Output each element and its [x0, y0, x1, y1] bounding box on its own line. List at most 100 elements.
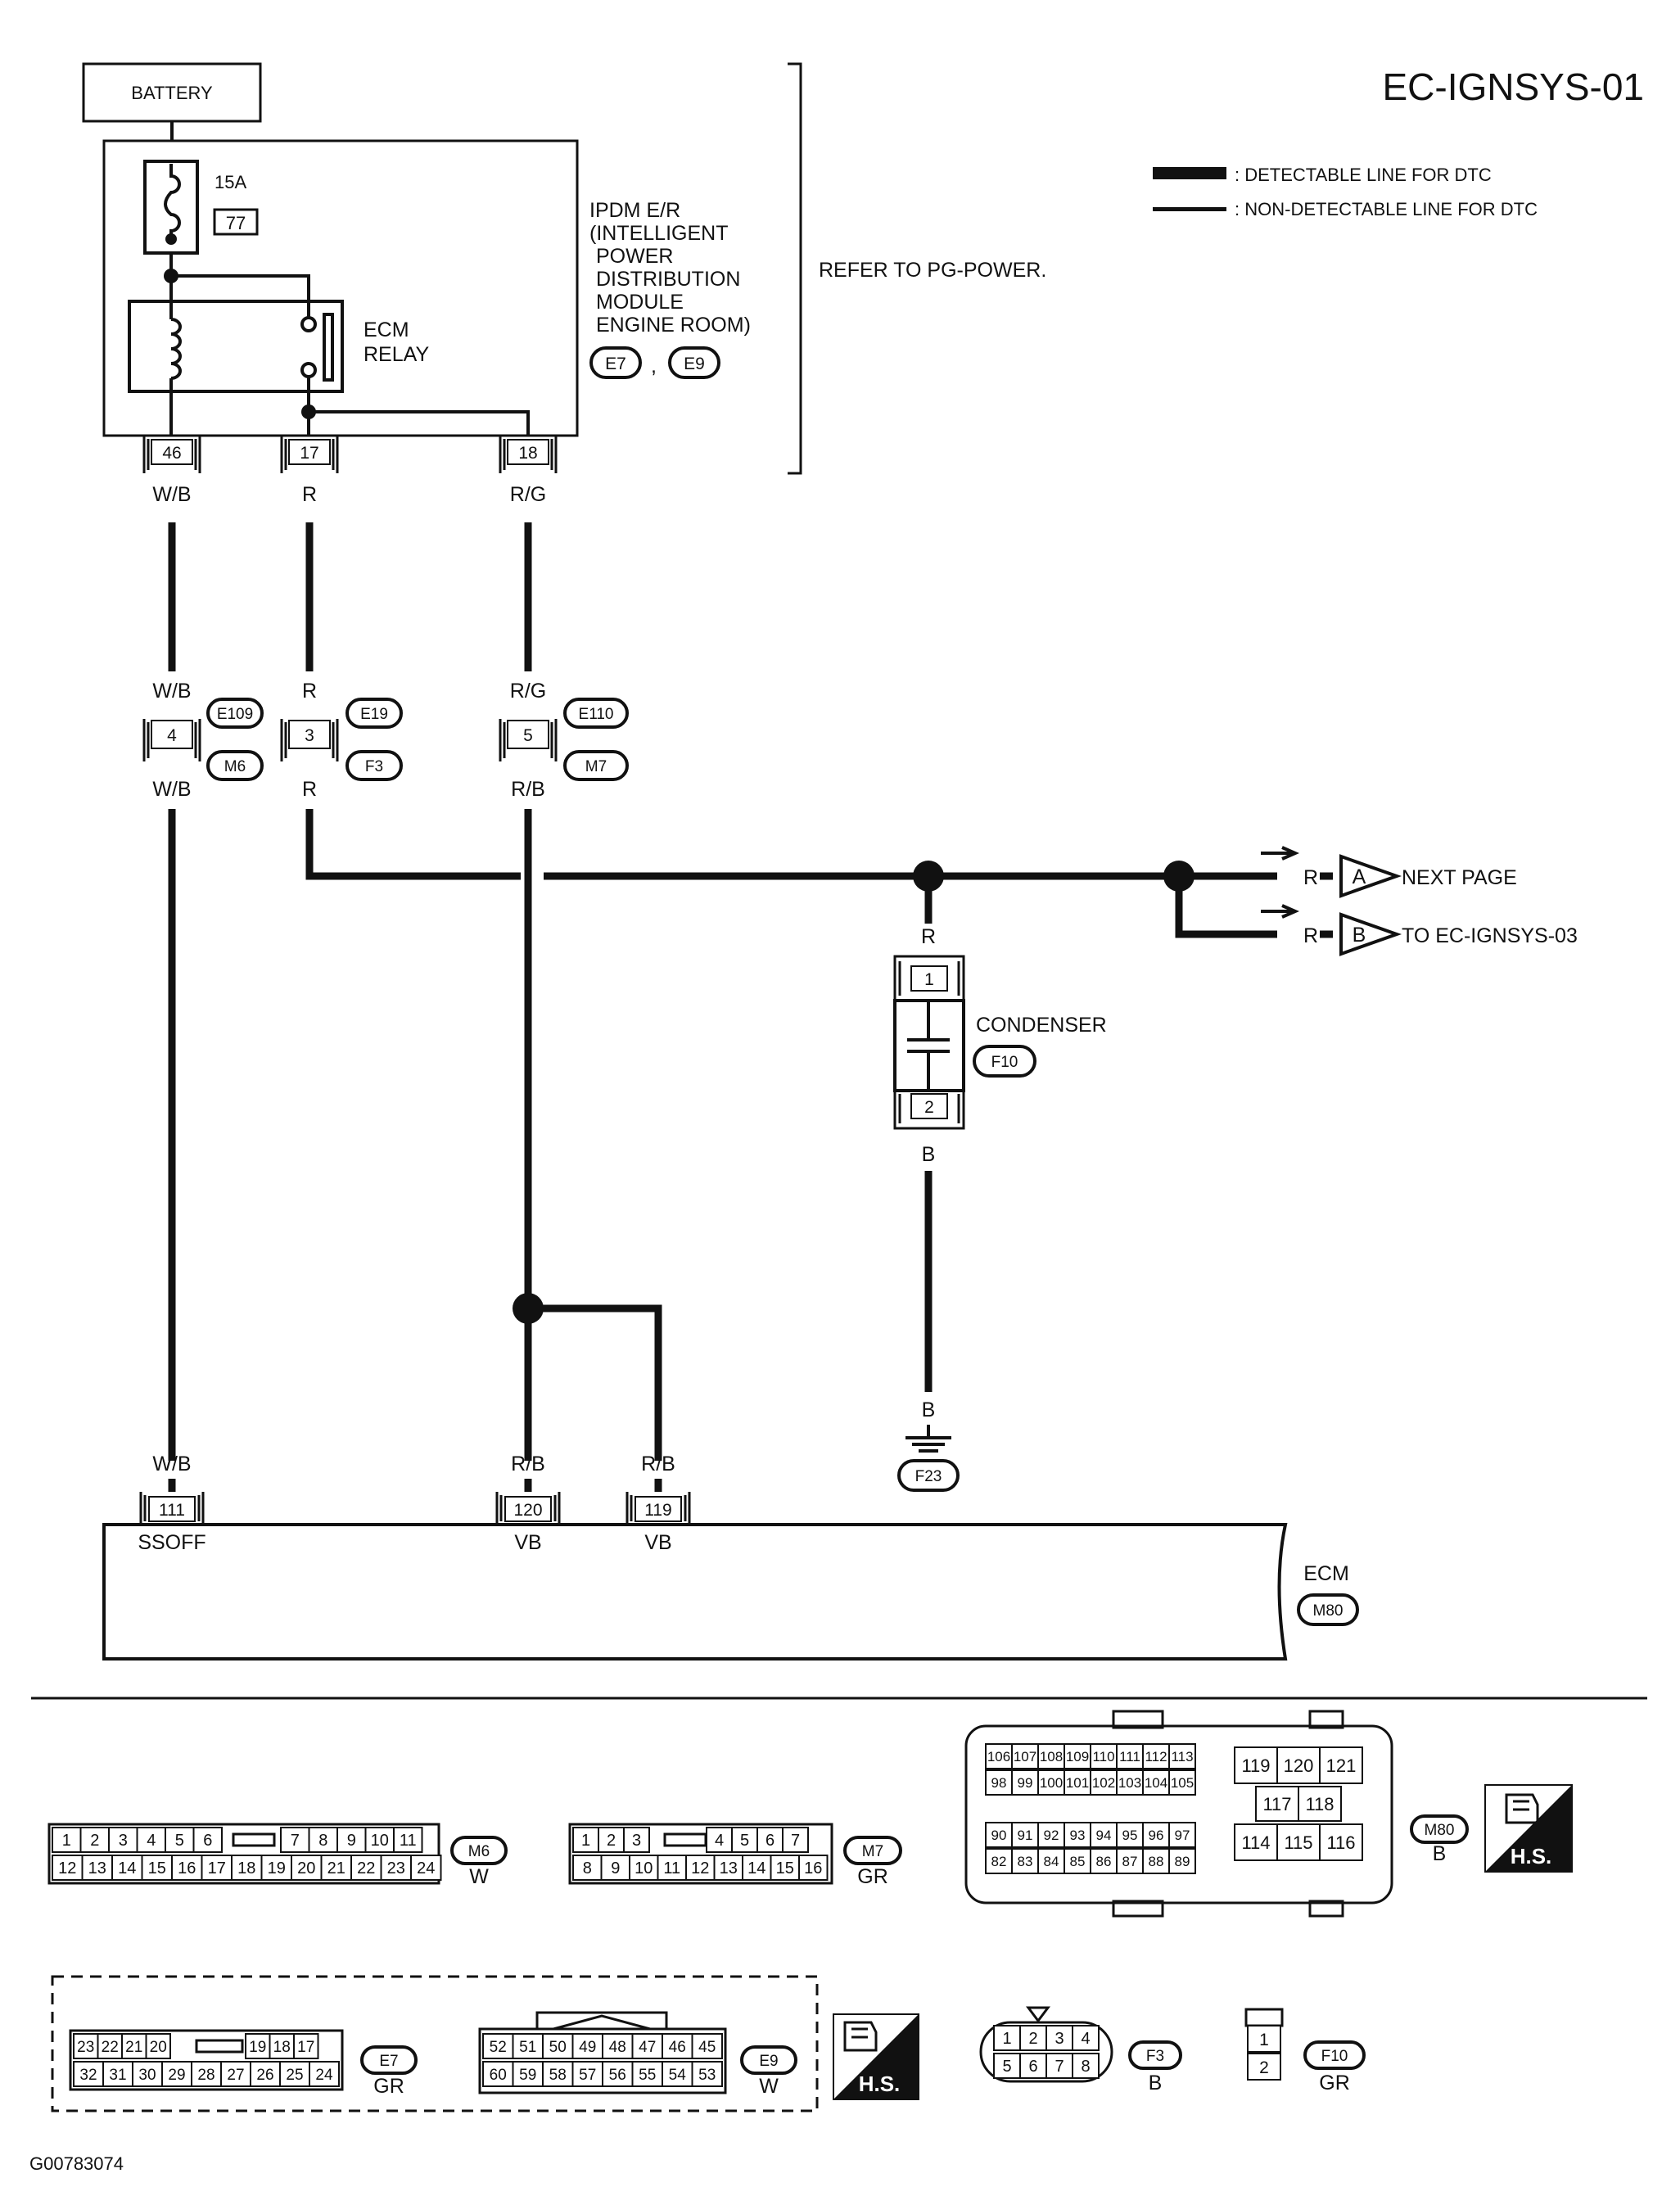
- refer-bracket: [788, 62, 802, 475]
- pin-cell: [141, 1855, 173, 1881]
- pin-label: 5: [740, 1832, 749, 1850]
- wire-color-120: R/B: [511, 1453, 545, 1475]
- condenser-label: CONDENSER: [976, 1014, 1107, 1037]
- fuse-rating: 15A: [215, 172, 246, 192]
- wire-color-j3-top: R: [302, 680, 317, 703]
- pin-label: 87: [1122, 1854, 1138, 1869]
- pin-label: 14: [118, 1859, 136, 1877]
- connector-f23-label: F23: [915, 1468, 942, 1485]
- pin-label: 20: [297, 1859, 315, 1877]
- pin-cell: [662, 2061, 693, 2087]
- pin-cell: [1090, 1848, 1118, 1874]
- pin-cell: [691, 2033, 723, 2059]
- pin-label: 11: [400, 1832, 417, 1850]
- ipdm-label-2: (INTELLIGENT: [589, 222, 728, 245]
- pin-cell: [602, 2061, 634, 2087]
- pin-label: 91: [1018, 1828, 1033, 1843]
- ipdm-connector-e7-label: E7: [605, 355, 626, 373]
- connector-e19-label: E19: [360, 706, 388, 723]
- pin-cell: [985, 1822, 1013, 1848]
- connector-f10-label: F10: [991, 1054, 1018, 1071]
- terminal-111-housing: [139, 1492, 205, 1525]
- pin-label: 22: [357, 1859, 375, 1877]
- pin-label: 17: [208, 1859, 226, 1877]
- pin-label: 119: [1241, 1755, 1270, 1776]
- battery-label: BATTERY: [131, 83, 213, 103]
- pin-cell: [623, 1827, 650, 1853]
- ecm-pin-vb-120: VB: [514, 1531, 541, 1554]
- connector-m6: [206, 750, 264, 781]
- terminal-17-label: 17: [300, 444, 318, 463]
- pin-cell: [1011, 1743, 1039, 1769]
- connector-view-f10-pin-1: [1247, 2025, 1281, 2053]
- pin-label: 89: [1175, 1854, 1190, 1869]
- figure-id: G00783074: [29, 2153, 124, 2174]
- wire-color-ground: B: [922, 1398, 936, 1421]
- pin-cell: [1142, 1769, 1170, 1796]
- fuse-element: [164, 164, 181, 239]
- condenser-pin-1-label: 1: [924, 970, 934, 989]
- pin-label: 60: [490, 2067, 507, 2084]
- pin-label: 45: [698, 2039, 716, 2056]
- pin-label: 106: [987, 1749, 1010, 1764]
- wire-color-b: R: [1303, 924, 1318, 947]
- pin-label: 116: [1326, 1832, 1355, 1853]
- pin-label: 101: [1066, 1775, 1089, 1791]
- wire-color-j4-top: W/B: [152, 680, 191, 703]
- condenser-pin-2: [910, 1093, 948, 1119]
- pin-label: 5: [175, 1832, 184, 1850]
- pin-cell: [731, 1827, 758, 1853]
- pin-label: 99: [1018, 1775, 1033, 1791]
- fuse-number-box: [213, 208, 259, 236]
- pin-cell: [1116, 1743, 1144, 1769]
- pin-cell: [1072, 2053, 1100, 2079]
- pin-label: 92: [1044, 1828, 1059, 1843]
- pin-label: 93: [1070, 1828, 1086, 1843]
- pin-label: 90: [991, 1828, 1007, 1843]
- connector-view-m6-id: M6: [468, 1843, 490, 1860]
- pin-label: 18: [237, 1859, 255, 1877]
- pin-cell: [1116, 1848, 1144, 1874]
- terminal-17: [288, 439, 331, 465]
- pin-cell: [657, 1855, 687, 1881]
- pin-cell: [542, 2061, 574, 2087]
- pin-cell: [1319, 1746, 1363, 1784]
- pin-label: 98: [991, 1775, 1007, 1791]
- arrow-b-icon: [1261, 904, 1299, 919]
- legend-thin-line: [1153, 207, 1226, 211]
- pin-cell: [1276, 1823, 1321, 1861]
- wire-color-18: R/G: [510, 483, 546, 506]
- pin-label: 21: [125, 2039, 142, 2056]
- pin-cell: [1168, 1769, 1196, 1796]
- condenser-pin-2-label: 2: [924, 1098, 934, 1117]
- pin-cell: [1319, 1823, 1363, 1861]
- relay-switch-feed: [171, 274, 310, 318]
- pin-label: 3: [119, 1832, 128, 1850]
- pin-label: 100: [1040, 1775, 1063, 1791]
- pin-cell: [1234, 1823, 1278, 1861]
- pin-cell: [662, 2033, 693, 2059]
- terminal-18: [507, 439, 549, 465]
- pin-label: 25: [286, 2067, 303, 2084]
- hs-badge-icon: [1484, 1784, 1573, 1873]
- pin-cell: [1168, 1822, 1196, 1848]
- pin-label: 13: [720, 1859, 738, 1877]
- pin-cell: [1168, 1743, 1196, 1769]
- wire-color-46: W/B: [152, 483, 191, 506]
- pin-label: 15: [776, 1859, 794, 1877]
- pin-cell: [482, 2033, 514, 2059]
- pin-label: 46: [669, 2039, 686, 2056]
- pin-label: 13: [88, 1859, 106, 1877]
- terminal-120-label: 120: [513, 1501, 542, 1520]
- pin-label: 107: [1014, 1749, 1036, 1764]
- pin-cell: [1064, 1822, 1091, 1848]
- connector-view-m7-id: M7: [862, 1843, 883, 1860]
- condenser-symbol: [907, 1001, 950, 1091]
- wire-color-j3-bot: R: [302, 778, 317, 801]
- ipdm-label-4: DISTRIBUTION: [596, 268, 740, 291]
- relay-contact-top: [300, 316, 317, 332]
- wire-color-j5-bot: R/B: [511, 778, 545, 801]
